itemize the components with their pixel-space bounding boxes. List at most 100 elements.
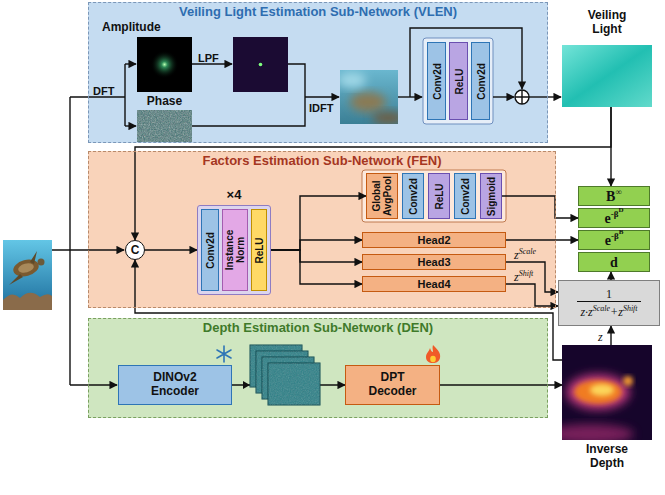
wire-group xyxy=(52,28,561,385)
phase-noise xyxy=(137,110,192,142)
amplitude-spectrum: Amplitude xyxy=(137,37,192,92)
coral xyxy=(3,293,52,310)
connector-arrow xyxy=(610,272,611,280)
connector-arrow xyxy=(271,250,362,262)
depth-blob xyxy=(566,374,630,410)
spectrum-glow xyxy=(151,51,179,79)
conv-layer: Conv2d xyxy=(454,173,476,219)
label-group: DFT xyxy=(93,83,114,98)
connector-arrow xyxy=(271,240,362,250)
conv-block: ×4Conv2dInstance NormReLU xyxy=(197,205,271,295)
wire xyxy=(493,96,514,97)
math-text: d xyxy=(610,255,618,270)
add-symbol-cross xyxy=(515,90,529,104)
decoder-box: DPT Decoder xyxy=(345,365,440,405)
factor-cell: B∞ xyxy=(578,186,650,206)
wire xyxy=(69,97,70,385)
box-label: DINOv2 Encoder xyxy=(135,371,215,399)
wire xyxy=(70,384,117,385)
depth-blob xyxy=(623,376,633,386)
factor-cell: e-βD xyxy=(578,208,650,228)
formula-text: +z xyxy=(610,305,623,319)
box-label: DPT Decoder xyxy=(361,371,425,399)
factor-cell: e-βB xyxy=(578,230,650,250)
turtle-head xyxy=(38,259,45,266)
formula-text: Shift xyxy=(623,304,638,313)
veiling-light-map: Veiling Light xyxy=(562,45,652,107)
turtle-pattern xyxy=(17,262,35,275)
math-text: e xyxy=(604,211,610,226)
depth-blob xyxy=(562,424,634,440)
signal-label: z xyxy=(514,248,519,262)
conv-layer: Conv2d xyxy=(427,42,446,120)
fire-icon xyxy=(426,345,440,363)
formula-text: z·z xyxy=(580,305,592,319)
layer-label: Conv2d xyxy=(460,175,471,217)
connector-arrow xyxy=(502,196,578,218)
connector-arrow xyxy=(271,196,366,250)
formula-box: 1z·zScale+zShift xyxy=(558,280,660,326)
pooling-layer: Global AvgPool xyxy=(366,173,398,219)
blurred-content xyxy=(340,72,398,124)
connector-arrow xyxy=(271,250,362,284)
concat-symbol: C xyxy=(131,243,140,257)
norm-layer: Instance Norm xyxy=(222,209,248,291)
box-label: Head3 xyxy=(417,256,450,269)
math-text: B xyxy=(619,228,624,236)
box-label: Head2 xyxy=(417,234,450,247)
layer-label: Instance Norm xyxy=(224,228,246,272)
feature-map xyxy=(268,363,320,405)
concat-node: C xyxy=(125,240,145,260)
head-box: Head3 xyxy=(362,254,506,270)
feature-texture xyxy=(268,363,320,405)
math-text: D xyxy=(618,206,623,214)
layer-label: Sigmoid xyxy=(486,175,497,217)
math-text: B xyxy=(606,189,615,204)
fire-core xyxy=(430,356,436,363)
connector-arrow xyxy=(506,262,558,292)
fraction-denominator: z·zScale+zShift xyxy=(577,301,640,320)
layer-label: Global AvgPool xyxy=(371,175,393,217)
relu-layer: ReLU xyxy=(449,42,468,120)
encoder-box: DINOv2 Encoder xyxy=(118,365,232,405)
relu-layer: ReLU xyxy=(251,209,267,291)
blur-blob xyxy=(372,111,398,124)
math-text: e xyxy=(605,233,611,248)
label-group: zShift xyxy=(514,269,533,284)
veiling-light-image xyxy=(562,45,652,107)
blur-blob xyxy=(350,92,386,112)
repeat-label: ×4 xyxy=(198,187,270,202)
math-text: -β xyxy=(611,209,619,219)
phase-spectrum: Phase xyxy=(137,110,192,142)
math-text: ∞ xyxy=(615,187,621,197)
filtered-spectrum-image xyxy=(233,37,288,92)
spectrum-dot xyxy=(259,63,263,67)
arrowhead xyxy=(243,381,250,389)
box-label: Head4 xyxy=(417,278,450,291)
conv-layer: Conv2d xyxy=(201,209,219,291)
layer-label: Conv2d xyxy=(431,44,442,118)
layer-label: ReLU xyxy=(453,44,464,118)
annotation-label: LPF xyxy=(198,52,219,64)
image-label: Phase xyxy=(127,94,202,108)
turtle-flippers xyxy=(9,251,37,285)
signal-label: z xyxy=(514,270,519,284)
residual-block-outline xyxy=(423,38,493,124)
conv-layer: Conv2d xyxy=(471,42,490,120)
image-label: Amplitude xyxy=(102,20,194,34)
connector-arrow xyxy=(610,326,611,345)
sigmoid-layer: Sigmoid xyxy=(480,173,502,219)
label-group: z xyxy=(598,329,603,344)
wire xyxy=(305,96,339,97)
fraction-numerator: 1 xyxy=(606,287,612,301)
label-group: LPF xyxy=(198,50,219,65)
input-photo xyxy=(3,240,52,310)
turtle-shell xyxy=(11,257,40,279)
annotation-label: IDFT xyxy=(309,102,333,114)
subnetwork-band: Veiling Light Estimation Sub-Network (VL… xyxy=(88,2,548,143)
image-label: Veiling Light xyxy=(579,8,635,36)
band-title: Veiling Light Estimation Sub-Network (VL… xyxy=(89,3,547,19)
relu-layer: ReLU xyxy=(428,173,450,219)
